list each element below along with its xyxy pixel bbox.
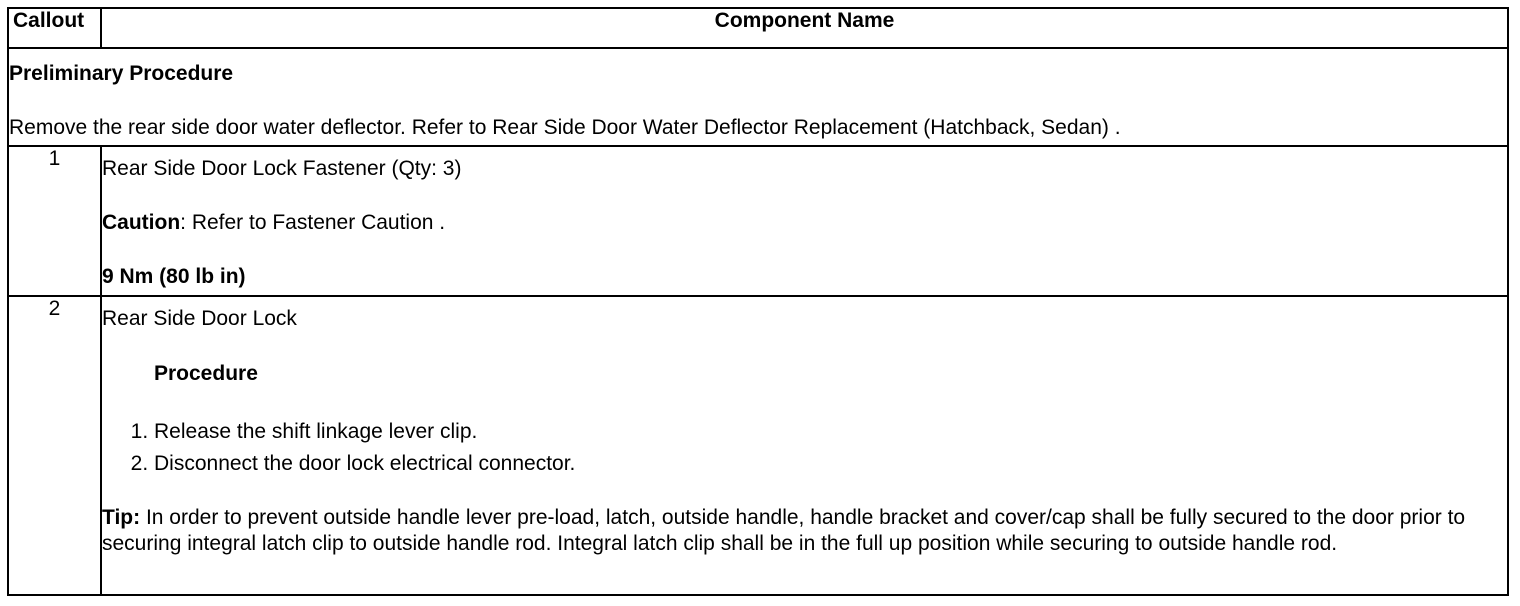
caution-line: Caution: Refer to Fastener Caution . — [102, 210, 1507, 236]
procedure-step: Release the shift linkage lever clip. — [154, 416, 1507, 448]
component-cell: Rear Side Door Lock Fastener (Qty: 3) Ca… — [100, 145, 1509, 297]
preliminary-title: Preliminary Procedure — [9, 62, 234, 85]
tip-text: In order to prevent outside handle lever… — [102, 506, 1466, 555]
preliminary-row: Preliminary Procedure Remove the rear si… — [7, 47, 1509, 147]
component-name: Rear Side Door Lock — [102, 307, 297, 330]
procedure-title: Procedure — [154, 362, 258, 385]
procedure-step: Disconnect the door lock electrical conn… — [154, 448, 1507, 480]
table-row: 1 Rear Side Door Lock Fastener (Qty: 3) … — [7, 145, 1509, 297]
header-row: Callout Component Name — [7, 7, 1509, 49]
component-cell: Rear Side Door Lock Procedure Release th… — [100, 295, 1509, 596]
tip-note: Tip: In order to prevent outside handle … — [102, 505, 1507, 557]
table-row: 2 Rear Side Door Lock Procedure Release … — [7, 295, 1509, 596]
procedure-steps: Release the shift linkage lever clip. Di… — [102, 416, 1507, 480]
caution-text: : Refer to Fastener Caution . — [180, 211, 446, 234]
torque-spec: 9 Nm (80 lb in) — [102, 265, 246, 288]
preliminary-text: Remove the rear side door water deflecto… — [9, 116, 1121, 139]
tip-label: Tip: — [102, 506, 141, 529]
callout-number: 1 — [7, 145, 102, 297]
header-component-name: Component Name — [100, 7, 1509, 49]
procedure-table: Callout Component Name Preliminary Proce… — [7, 7, 1509, 596]
component-name: Rear Side Door Lock Fastener (Qty: 3) — [102, 157, 462, 180]
callout-number: 2 — [7, 295, 102, 596]
header-callout: Callout — [7, 7, 102, 49]
caution-label: Caution — [102, 211, 181, 234]
preliminary-cell: Preliminary Procedure Remove the rear si… — [7, 47, 1509, 147]
